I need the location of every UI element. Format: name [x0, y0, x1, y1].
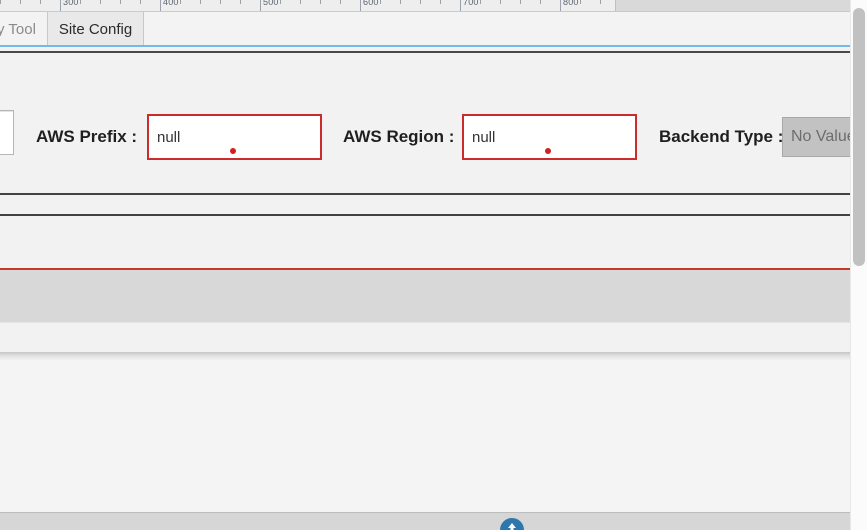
ruler-tick-label: 300 — [63, 0, 79, 7]
ruler-major-tick — [160, 0, 161, 11]
ruler-major-tick — [460, 0, 461, 11]
tab-y-tool[interactable]: y Tool — [0, 12, 48, 46]
vertical-scrollbar-thumb[interactable] — [853, 8, 865, 266]
ruler-major-tick — [60, 0, 61, 11]
ruler-minor-tick — [240, 0, 241, 4]
ruler-tick-label: 800 — [563, 0, 579, 7]
tab-site-config-label: Site Config — [58, 20, 133, 38]
ruler-minor-tick — [440, 0, 441, 4]
ruler-tick-label: 700 — [463, 0, 479, 7]
ruler-tick-label: 500 — [263, 0, 279, 7]
ruler-minor-tick — [120, 0, 121, 4]
panel-drop-shadow — [0, 352, 867, 360]
aws-region-label: AWS Region : — [343, 127, 455, 146]
ruler-minor-tick — [280, 0, 281, 4]
ruler-minor-tick — [300, 0, 301, 4]
backend-type-label: Backend Type : — [659, 127, 784, 146]
section-divider-1 — [0, 193, 867, 195]
ruler-minor-tick — [40, 0, 41, 4]
ruler-major-tick — [260, 0, 261, 11]
tab-y-tool-label: y Tool — [0, 20, 36, 38]
ruler-outside-region — [615, 0, 867, 11]
section-divider-2 — [0, 214, 867, 216]
ruler-minor-tick — [320, 0, 321, 4]
blue-circle-arrow-icon[interactable] — [500, 518, 524, 530]
aws-prefix-value: null — [157, 128, 181, 146]
ruler-minor-tick — [480, 0, 481, 4]
ruler-minor-tick — [340, 0, 341, 4]
content-empty-area — [0, 360, 867, 512]
lower-toolbar-band — [0, 270, 867, 322]
tab-active-underline — [0, 45, 867, 47]
ruler-minor-tick — [200, 0, 201, 4]
ruler-minor-tick — [180, 0, 181, 4]
ruler-minor-tick — [540, 0, 541, 4]
ruler-minor-tick — [220, 0, 221, 4]
aws-region-error-dot — [545, 148, 551, 154]
horizontal-ruler: 300 400 500 600 700 800 — [0, 0, 867, 12]
ruler-minor-tick — [80, 0, 81, 4]
partial-field-input[interactable] — [0, 110, 14, 155]
ruler-measured-region: 300 400 500 600 700 800 — [0, 0, 615, 11]
ruler-major-tick — [360, 0, 361, 11]
divider-gap-band — [0, 195, 867, 214]
ruler-minor-tick — [500, 0, 501, 4]
ruler-minor-tick — [420, 0, 421, 4]
ruler-minor-tick — [580, 0, 581, 4]
lower-pane — [0, 322, 867, 352]
tab-bar-empty-space — [144, 12, 867, 46]
ruler-minor-tick — [20, 0, 21, 4]
aws-region-value: null — [472, 128, 496, 146]
ruler-minor-tick — [380, 0, 381, 4]
aws-prefix-label: AWS Prefix : — [36, 127, 138, 146]
tab-site-config[interactable]: Site Config — [48, 12, 144, 46]
ruler-minor-tick — [140, 0, 141, 4]
ruler-minor-tick — [520, 0, 521, 4]
ruler-minor-tick — [600, 0, 601, 4]
backend-type-value: No Value — [791, 128, 856, 145]
ruler-minor-tick — [400, 0, 401, 4]
ruler-minor-tick — [0, 0, 1, 4]
config-form-row: AWS Prefix : null AWS Region : null Back… — [0, 53, 867, 193]
aws-prefix-error-dot — [230, 148, 236, 154]
ruler-tick-label: 600 — [363, 0, 379, 7]
validation-error-rule — [0, 268, 867, 270]
tab-bar: y Tool Site Config — [0, 12, 867, 46]
vertical-scrollbar-track[interactable] — [850, 0, 867, 530]
ruler-minor-tick — [100, 0, 101, 4]
ruler-major-tick — [560, 0, 561, 11]
ruler-tick-label: 400 — [163, 0, 179, 7]
panel-top-divider — [0, 51, 867, 53]
status-bar — [0, 512, 867, 530]
empty-section-band — [0, 216, 867, 268]
